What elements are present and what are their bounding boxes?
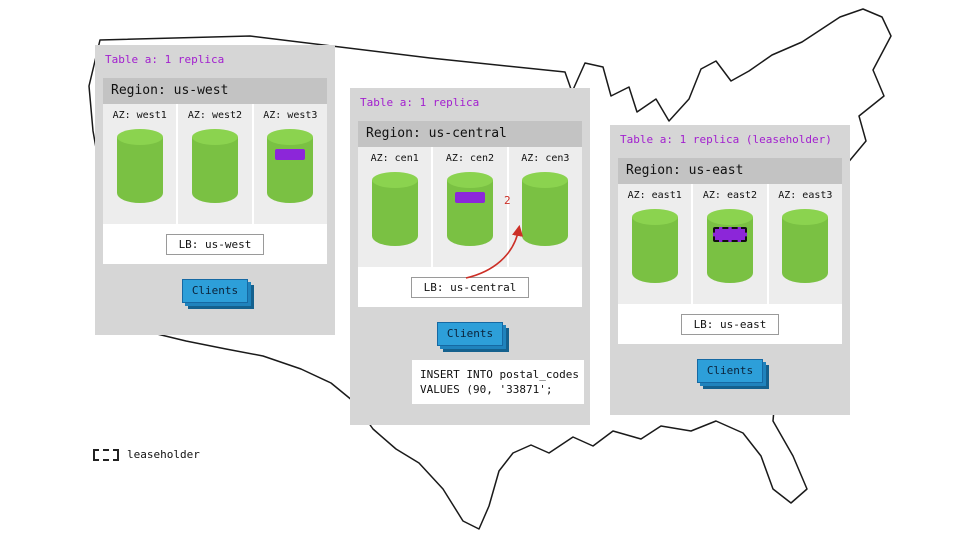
database-cylinder	[191, 129, 238, 203]
az-east1: AZ: east1	[618, 184, 692, 304]
lb-area: LB: us-west	[103, 224, 327, 264]
load-balancer-box: LB: us-east	[680, 313, 780, 335]
clients-box: Clients	[697, 359, 763, 383]
az-row: AZ: west1 AZ: west2 AZ: west3	[103, 104, 327, 224]
az-cen3: AZ: cen3	[508, 147, 582, 267]
replica-chip	[275, 149, 306, 160]
panel-us-central: Table a: 1 replica Region: us-central AZ…	[350, 88, 590, 425]
sql-line-2: VALUES (90, '33871';	[420, 383, 553, 396]
az-west1: AZ: west1	[103, 104, 177, 224]
az-label: AZ: east3	[778, 190, 833, 201]
az-label: AZ: cen3	[521, 153, 570, 164]
lb-area: LB: us-central	[358, 267, 582, 307]
load-balancer-box: LB: us-west	[165, 233, 265, 255]
database-cylinder	[267, 129, 314, 203]
az-label: AZ: east1	[627, 190, 682, 201]
sql-line-1: INSERT INTO postal_codes	[420, 368, 579, 381]
table-replica-label: Table a: 1 replica	[360, 96, 480, 109]
region-box: Region: us-west AZ: west1 AZ: west2 AZ: …	[103, 78, 327, 264]
az-east3: AZ: east3	[768, 184, 842, 304]
region-header: Region: us-east	[618, 158, 842, 184]
legend-label: leaseholder	[127, 448, 200, 461]
az-label: AZ: west2	[187, 110, 243, 121]
panel-us-west: Table a: 1 replica Region: us-west AZ: w…	[95, 45, 335, 335]
az-cen2: AZ: cen2	[433, 147, 507, 267]
az-west3: AZ: west3	[253, 104, 327, 224]
az-cen1: AZ: cen1	[358, 147, 432, 267]
database-cylinder	[371, 172, 418, 246]
region-header: Region: us-west	[103, 78, 327, 104]
sql-statement: INSERT INTO postal_codes VALUES (90, '33…	[412, 360, 584, 404]
az-label: AZ: cen2	[445, 153, 495, 164]
replica-chip	[454, 192, 485, 203]
legend: leaseholder	[93, 448, 200, 461]
table-replica-label: Table a: 1 replica	[105, 53, 225, 66]
az-label: AZ: east2	[702, 190, 758, 201]
panel-us-east: Table a: 1 replica (leaseholder) Region:…	[610, 125, 850, 415]
az-row: AZ: east1 AZ: east2 AZ: east3	[618, 184, 842, 304]
database-cylinder	[782, 209, 829, 283]
az-west2: AZ: west2	[178, 104, 252, 224]
database-cylinder	[522, 172, 569, 246]
az-east2: AZ: east2	[693, 184, 767, 304]
az-row: AZ: cen1 AZ: cen2 AZ: cen3	[358, 147, 582, 267]
load-balancer-box: LB: us-central	[410, 276, 530, 298]
az-label: AZ: west3	[263, 110, 318, 121]
az-label: AZ: west1	[112, 110, 167, 121]
database-cylinder	[631, 209, 678, 283]
database-cylinder	[706, 209, 753, 283]
arrow-step-label: 2	[504, 194, 511, 207]
clients-box: Clients	[437, 322, 503, 346]
database-cylinder	[446, 172, 493, 246]
table-replica-label: Table a: 1 replica (leaseholder)	[620, 133, 832, 146]
region-box: Region: us-central AZ: cen1 AZ: cen2 AZ:…	[358, 121, 582, 307]
lb-area: LB: us-east	[618, 304, 842, 344]
az-label: AZ: cen1	[370, 153, 419, 164]
region-header: Region: us-central	[358, 121, 582, 147]
leaseholder-legend-icon	[93, 448, 119, 461]
database-cylinder	[116, 129, 163, 203]
clients-box: Clients	[182, 279, 248, 303]
leaseholder-replica-chip	[712, 227, 747, 242]
region-box: Region: us-east AZ: east1 AZ: east2 AZ: …	[618, 158, 842, 344]
